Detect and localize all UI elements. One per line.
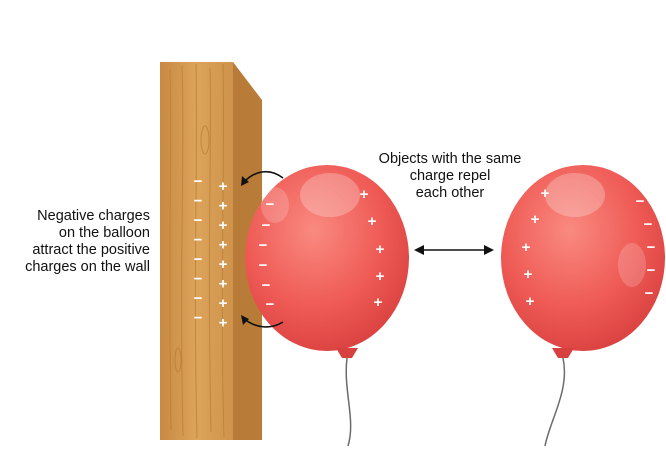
repulsion-caption-line: each other [415, 185, 485, 201]
repulsion-caption-line: charge repel [409, 168, 491, 184]
right-balloon [501, 165, 665, 447]
right-balloon-positive-charge: + [541, 185, 550, 202]
wall-negative-charge: − [194, 212, 203, 229]
repulsion-arrow-head-left [414, 245, 424, 255]
left-balloon-highlight [300, 173, 360, 217]
left-balloon-negative-charge: − [259, 257, 268, 274]
wall-negative-charge: − [194, 309, 203, 326]
left-balloon-highlight-small [261, 187, 289, 223]
wall-positive-charge: + [219, 178, 228, 195]
right-balloon-positive-charge: + [531, 211, 540, 228]
left-balloon-string [345, 357, 352, 447]
repulsion-caption: Objects with the same charge repel each … [345, 151, 555, 202]
left-balloon-charges: − − − − − − + + + + + [259, 186, 385, 313]
wall-positive-charge: + [219, 217, 228, 234]
left-balloon-negative-charge: − [262, 217, 271, 234]
right-balloon-body [501, 165, 665, 351]
right-balloon-highlight-small [618, 243, 646, 287]
wall-positive-charge: + [219, 197, 228, 214]
wall-positive-charge: + [219, 256, 228, 273]
right-balloon-charges: +++++−−−−− [522, 185, 656, 310]
left-balloon-positive-charge: + [368, 213, 377, 230]
wall-positive-charge: + [219, 295, 228, 312]
attraction-arrow-bottom-head [241, 315, 249, 325]
wall-negative-charge: − [194, 192, 203, 209]
left-balloon-positive-charge: + [376, 268, 385, 285]
repulsion-arrow [414, 245, 494, 255]
wall-negative-charge: − [194, 231, 203, 248]
right-balloon-negative-charge: − [647, 262, 656, 279]
wall-positive-charge: + [219, 275, 228, 292]
attraction-caption-line: on the balloon [58, 225, 150, 241]
right-balloon-knot [552, 348, 574, 358]
attraction-caption-line: Negative charges [37, 208, 150, 224]
wall-negative-charge: − [194, 173, 203, 190]
wall-negative-charge: − [194, 270, 203, 287]
left-balloon-negative-charge: − [266, 296, 275, 313]
left-balloon-body [245, 165, 409, 351]
attraction-arrows [241, 170, 284, 328]
wall-negative-charge: − [194, 290, 203, 307]
attraction-arrow-top-head [241, 176, 249, 186]
wall-negative-charge: − [194, 251, 203, 268]
right-balloon-negative-charge: − [644, 216, 653, 233]
right-balloon-positive-charge: + [526, 293, 535, 310]
right-balloon-positive-charge: + [522, 239, 531, 256]
right-balloon-negative-charge: − [636, 193, 645, 210]
left-balloon-negative-charge: − [262, 277, 271, 294]
right-balloon-positive-charge: + [524, 266, 533, 283]
left-balloon [245, 165, 409, 447]
left-balloon-positive-charge: + [374, 294, 383, 311]
right-balloon-negative-charge: − [647, 239, 656, 256]
attraction-caption: Negative charges on the balloon attract … [25, 208, 150, 276]
wall-positive-charge: + [219, 314, 228, 331]
attraction-caption-line: charges on the wall [25, 259, 150, 275]
left-balloon-positive-charge: + [360, 186, 369, 203]
left-balloon-negative-charge: − [259, 237, 268, 254]
attraction-caption-line: attract the positive [32, 242, 150, 258]
right-balloon-negative-charge: − [645, 285, 654, 302]
wall-positive-charge: + [219, 236, 228, 253]
wooden-wall [160, 62, 262, 440]
wood-grain [169, 63, 225, 439]
repulsion-caption-line: Objects with the same [378, 151, 522, 167]
right-balloon-string [544, 357, 566, 447]
repulsion-arrow-head-right [484, 245, 494, 255]
left-balloon-positive-charge: + [376, 241, 385, 258]
left-balloon-knot [336, 348, 358, 358]
left-balloon-negative-charge: − [266, 196, 275, 213]
right-balloon-highlight [545, 173, 605, 217]
wall-charges: −+−+−+−+−+−+−+−+ [194, 173, 228, 332]
